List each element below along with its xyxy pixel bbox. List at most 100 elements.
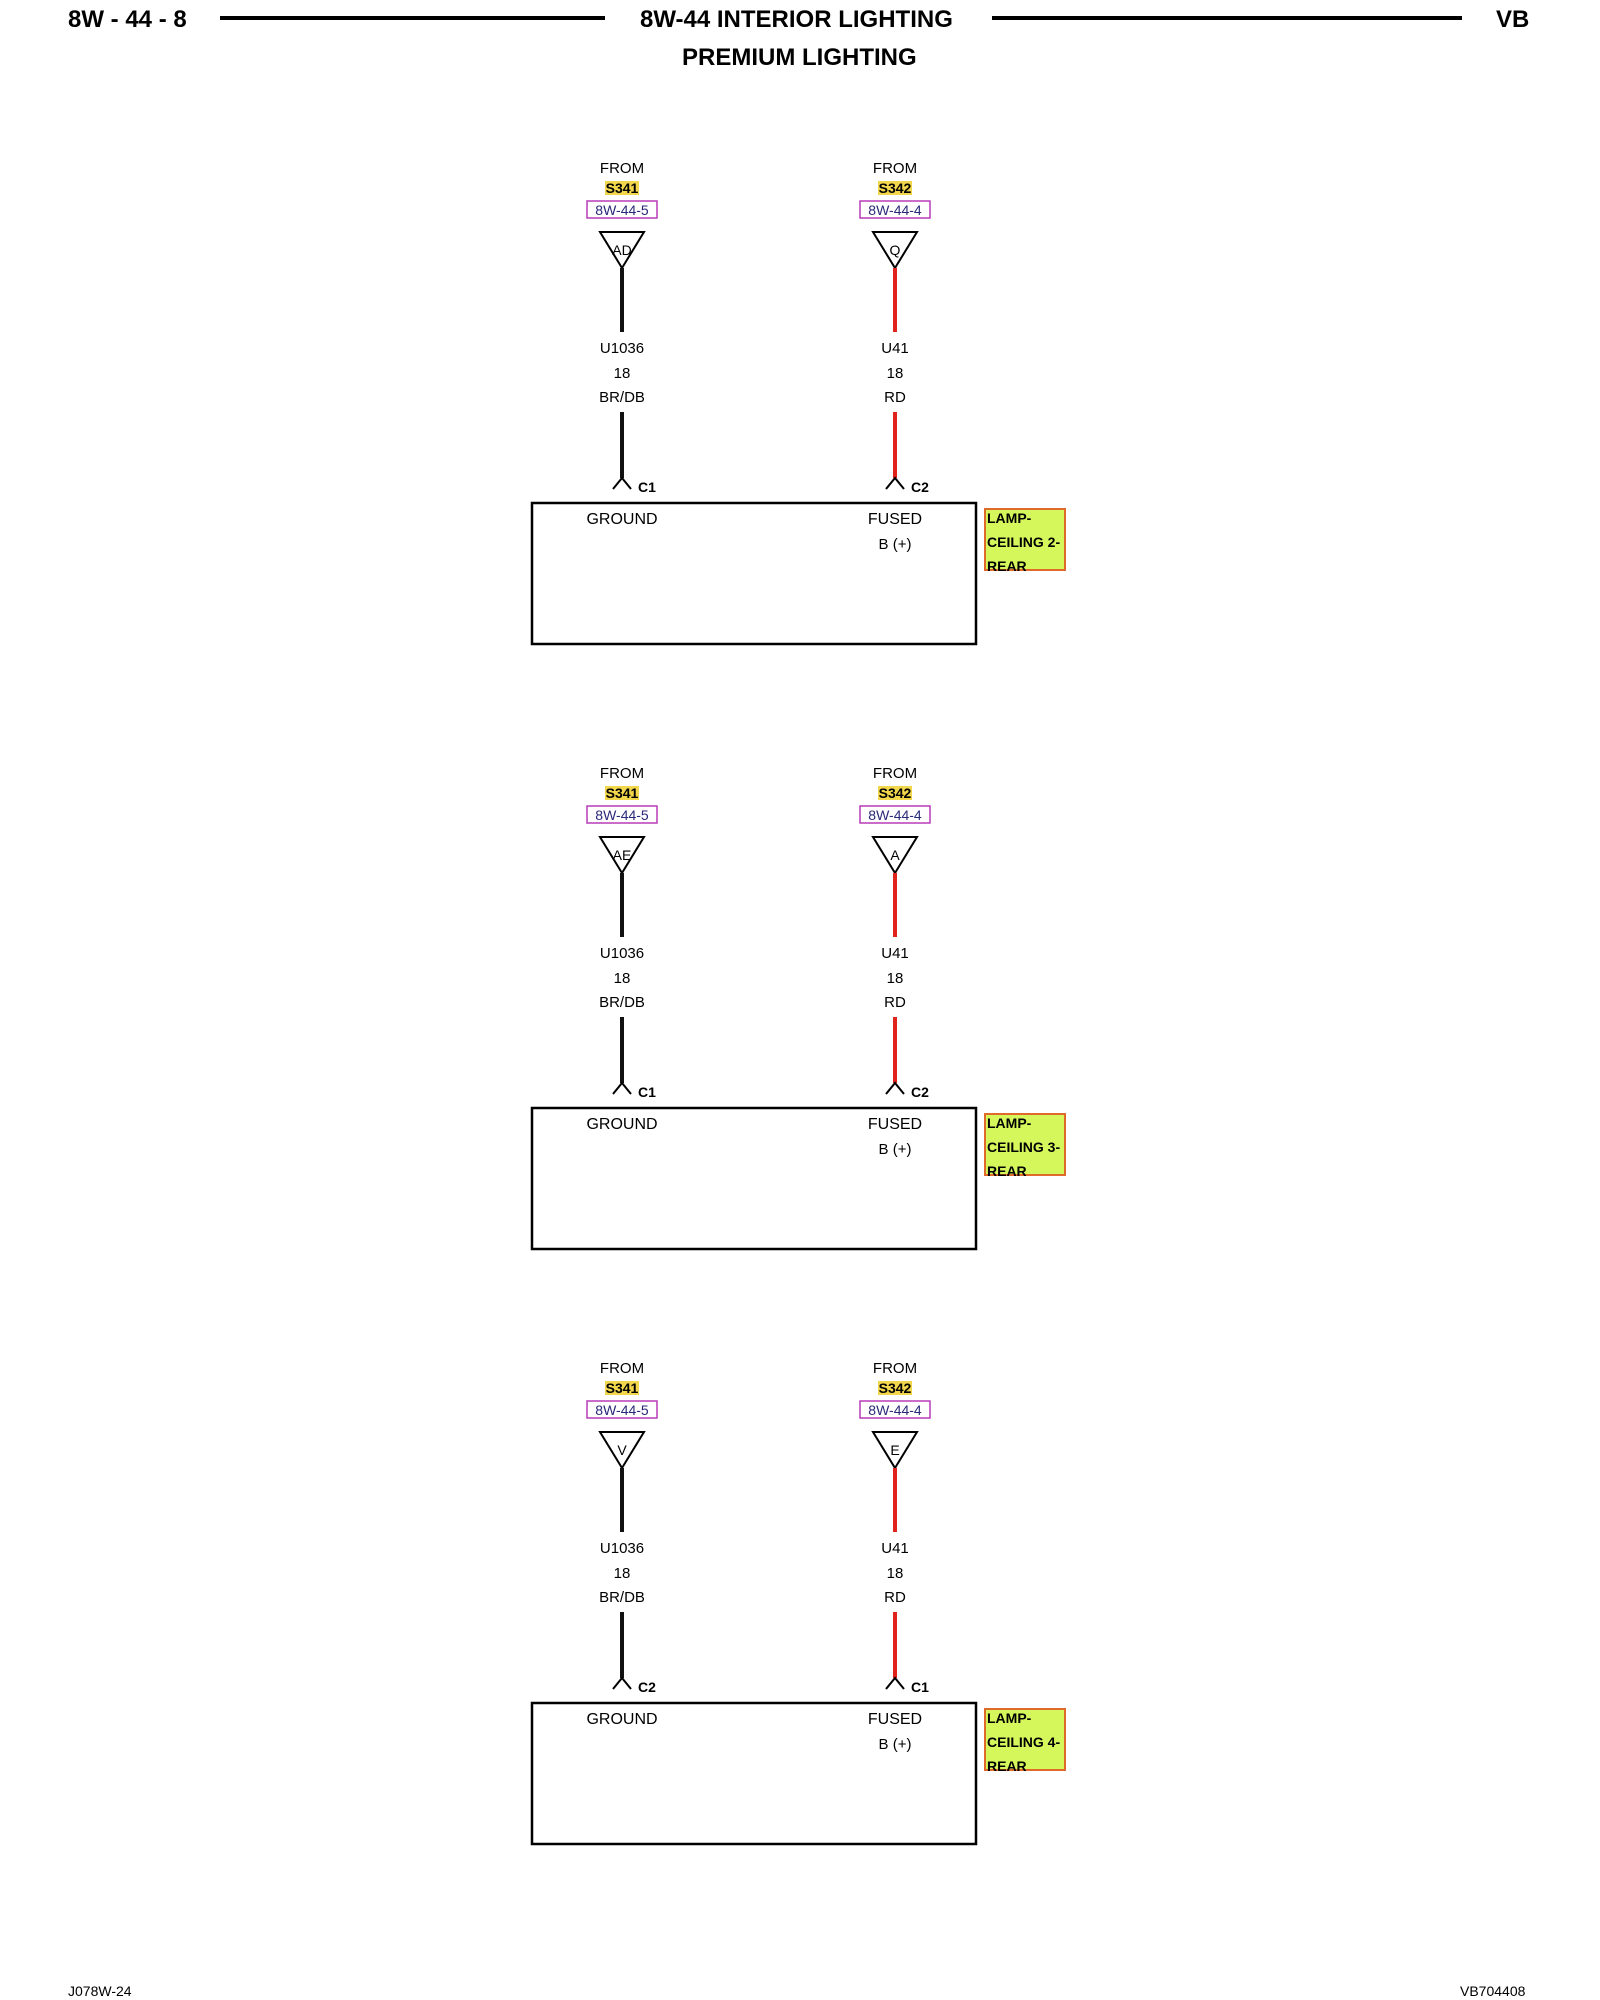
- s1-right-page-ref: 8W-44-4: [868, 202, 922, 218]
- s2-left-connector-id: C1: [638, 1084, 656, 1100]
- s1-left-from-label: FROM: [600, 160, 644, 177]
- s3-right-circuit-id: U41: [881, 1540, 909, 1557]
- page-title: 8W-44 INTERIOR LIGHTING: [640, 6, 953, 33]
- s2-right-splice-highlight: [878, 786, 912, 800]
- s2-component-name-line-2: CEILING 3-: [987, 1139, 1060, 1155]
- s1-right-wire-color: RD: [884, 389, 906, 406]
- vehicle-code: VB: [1496, 6, 1530, 33]
- s3-right-from-label: FROM: [873, 1360, 917, 1377]
- s1-right-splice-id: S342: [879, 180, 912, 196]
- s2-component-tag: [984, 1113, 1066, 1176]
- page-subtitle: PREMIUM LIGHTING: [682, 44, 917, 71]
- s2-left-wire-gauge: 18: [614, 970, 631, 987]
- s3-left-pin-label: V: [617, 1442, 627, 1458]
- s1-right-ref-box: [859, 200, 931, 219]
- figure-code: J078W-24: [68, 1983, 132, 1999]
- s1-left-wire-gauge: 18: [614, 365, 631, 382]
- s3-right-ref-box: [859, 1400, 931, 1419]
- s1-left-connector-chevron: [612, 476, 632, 490]
- s3-left-splice-id: S341: [606, 1380, 639, 1396]
- s2-right-wire-gauge: 18: [887, 970, 904, 987]
- document-code: VB704408: [1460, 1983, 1526, 1999]
- s1-right-circuit-id: U41: [881, 340, 909, 357]
- s2-component-box: [530, 1106, 978, 1251]
- s2-left-pin-function: GROUND: [586, 1116, 657, 1133]
- s3-left-pin-triangle: [598, 1431, 646, 1470]
- s3-component-tag: [984, 1708, 1066, 1771]
- s2-right-pin-label: A: [890, 847, 900, 863]
- s2-right-connector-id: C2: [911, 1084, 929, 1100]
- s1-component-name-line-1: LAMP-: [987, 510, 1032, 526]
- s1-component-name-line-2: CEILING 2-: [987, 534, 1060, 550]
- s3-left-ref-box: [586, 1400, 658, 1419]
- s1-right-connector-id: C2: [911, 479, 929, 495]
- s1-left-splice-id: S341: [606, 180, 639, 196]
- s2-left-splice-id: S341: [606, 785, 639, 801]
- s2-right-circuit-id: U41: [881, 945, 909, 962]
- s2-right-page-ref: 8W-44-4: [868, 807, 922, 823]
- s2-left-pin-label: AE: [613, 847, 632, 863]
- s3-component-box: [530, 1701, 978, 1846]
- s1-right-pin-function: FUSED: [868, 511, 922, 528]
- s3-left-connector-chevron: [612, 1676, 632, 1690]
- s3-left-pin-function: GROUND: [586, 1711, 657, 1728]
- s3-left-from-label: FROM: [600, 1360, 644, 1377]
- s3-right-page-ref: 8W-44-4: [868, 1402, 922, 1418]
- s3-right-pin-function-2: B (+): [879, 1736, 912, 1753]
- s3-right-pin-triangle: [871, 1431, 919, 1470]
- s2-left-connector-chevron: [612, 1081, 632, 1095]
- s3-left-wire-gauge: 18: [614, 1565, 631, 1582]
- s1-left-ref-box: [586, 200, 658, 219]
- s1-left-splice-highlight: [605, 181, 639, 195]
- s2-left-pin-triangle: [598, 836, 646, 875]
- s1-right-pin-function-2: B (+): [879, 536, 912, 553]
- page-number: 8W - 44 - 8: [68, 6, 187, 33]
- s1-left-pin-function: GROUND: [586, 511, 657, 528]
- s1-component-tag: [984, 508, 1066, 571]
- s1-left-circuit-id: U1036: [600, 340, 644, 357]
- s1-right-wire-gauge: 18: [887, 365, 904, 382]
- s2-right-pin-triangle: [871, 836, 919, 875]
- s2-component-name-line-1: LAMP-: [987, 1115, 1032, 1131]
- s2-left-circuit-id: U1036: [600, 945, 644, 962]
- s3-right-wire-color: RD: [884, 1589, 906, 1606]
- s2-left-splice-highlight: [605, 786, 639, 800]
- s3-component-name-line-1: LAMP-: [987, 1710, 1032, 1726]
- s2-right-splice-id: S342: [879, 785, 912, 801]
- s1-left-pin-label: AD: [612, 242, 631, 258]
- s3-right-connector-id: C1: [911, 1679, 929, 1695]
- s1-right-splice-highlight: [878, 181, 912, 195]
- s1-component-box: [530, 501, 978, 646]
- s3-component-name-line-3: REAR: [987, 1758, 1027, 1774]
- s3-right-pin-label: E: [890, 1442, 899, 1458]
- s3-right-connector-chevron: [885, 1676, 905, 1690]
- s3-left-page-ref: 8W-44-5: [595, 1402, 649, 1418]
- s1-component-name-line-3: REAR: [987, 558, 1027, 574]
- s2-right-ref-box: [859, 805, 931, 824]
- s2-right-pin-function-2: B (+): [879, 1141, 912, 1158]
- s3-right-wire-gauge: 18: [887, 1565, 904, 1582]
- header-rule-right: [992, 16, 1462, 20]
- s1-left-connector-id: C1: [638, 479, 656, 495]
- s1-right-from-label: FROM: [873, 160, 917, 177]
- s3-left-splice-highlight: [605, 1381, 639, 1395]
- s3-right-splice-id: S342: [879, 1380, 912, 1396]
- s2-right-from-label: FROM: [873, 765, 917, 782]
- s1-right-pin-label: Q: [890, 242, 901, 258]
- s2-right-connector-chevron: [885, 1081, 905, 1095]
- s3-left-circuit-id: U1036: [600, 1540, 644, 1557]
- s1-left-wire-color: BR/DB: [599, 389, 645, 406]
- s1-right-connector-chevron: [885, 476, 905, 490]
- s2-right-pin-function: FUSED: [868, 1116, 922, 1133]
- s1-right-pin-triangle: [871, 231, 919, 270]
- s2-right-wire-color: RD: [884, 994, 906, 1011]
- s3-right-splice-highlight: [878, 1381, 912, 1395]
- s2-left-ref-box: [586, 805, 658, 824]
- s2-left-wire-color: BR/DB: [599, 994, 645, 1011]
- s1-left-pin-triangle: [598, 231, 646, 270]
- s3-component-name-line-2: CEILING 4-: [987, 1734, 1060, 1750]
- s2-left-page-ref: 8W-44-5: [595, 807, 649, 823]
- s2-component-name-line-3: REAR: [987, 1163, 1027, 1179]
- header-rule-left: [220, 16, 605, 20]
